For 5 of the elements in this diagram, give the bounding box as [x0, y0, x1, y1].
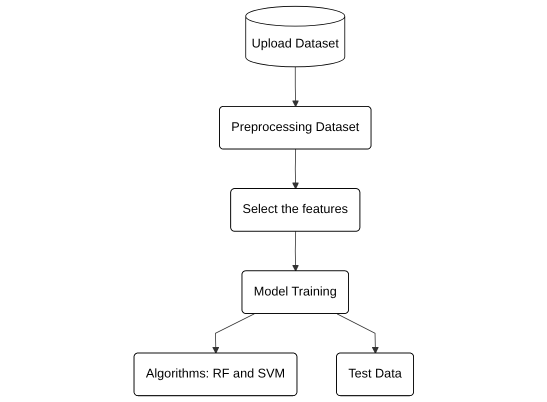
arrow [292, 231, 299, 272]
arrow [292, 149, 299, 190]
arrow [336, 313, 378, 354]
arrow [292, 66, 299, 108]
arrow [212, 313, 254, 354]
